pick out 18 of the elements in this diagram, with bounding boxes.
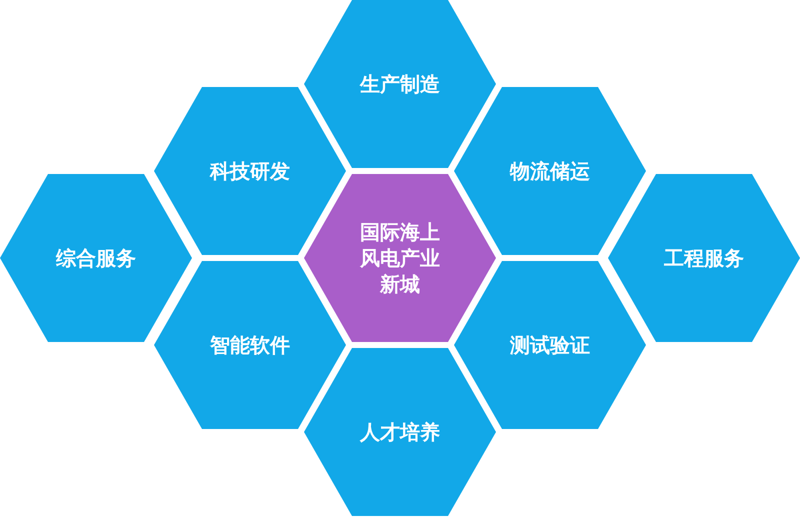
tile-label: 智能软件 <box>210 332 290 358</box>
hexagon-tile <box>454 87 646 255</box>
hexagon-tile <box>304 174 496 342</box>
tile-label: 工程服务 <box>664 245 744 271</box>
tile-label: 综合服务 <box>56 245 136 271</box>
tile-label: 人才培养 <box>360 419 440 445</box>
hexagon-tile <box>608 174 800 342</box>
tile-label: 测试验证 <box>510 332 590 358</box>
hexagon-tile <box>154 87 346 255</box>
tile-label: 物流储运 <box>510 158 590 184</box>
hexagon-tile <box>0 174 192 342</box>
tile-label: 科技研发 <box>210 158 290 184</box>
hexagon-tile <box>154 261 346 429</box>
hexagon-tile <box>304 0 496 168</box>
hexagon-tile <box>454 261 646 429</box>
tile-label: 生产制造 <box>360 71 440 97</box>
tile-label: 国际海上风电产业新城 <box>358 219 441 297</box>
hexagon-tile <box>304 348 496 516</box>
